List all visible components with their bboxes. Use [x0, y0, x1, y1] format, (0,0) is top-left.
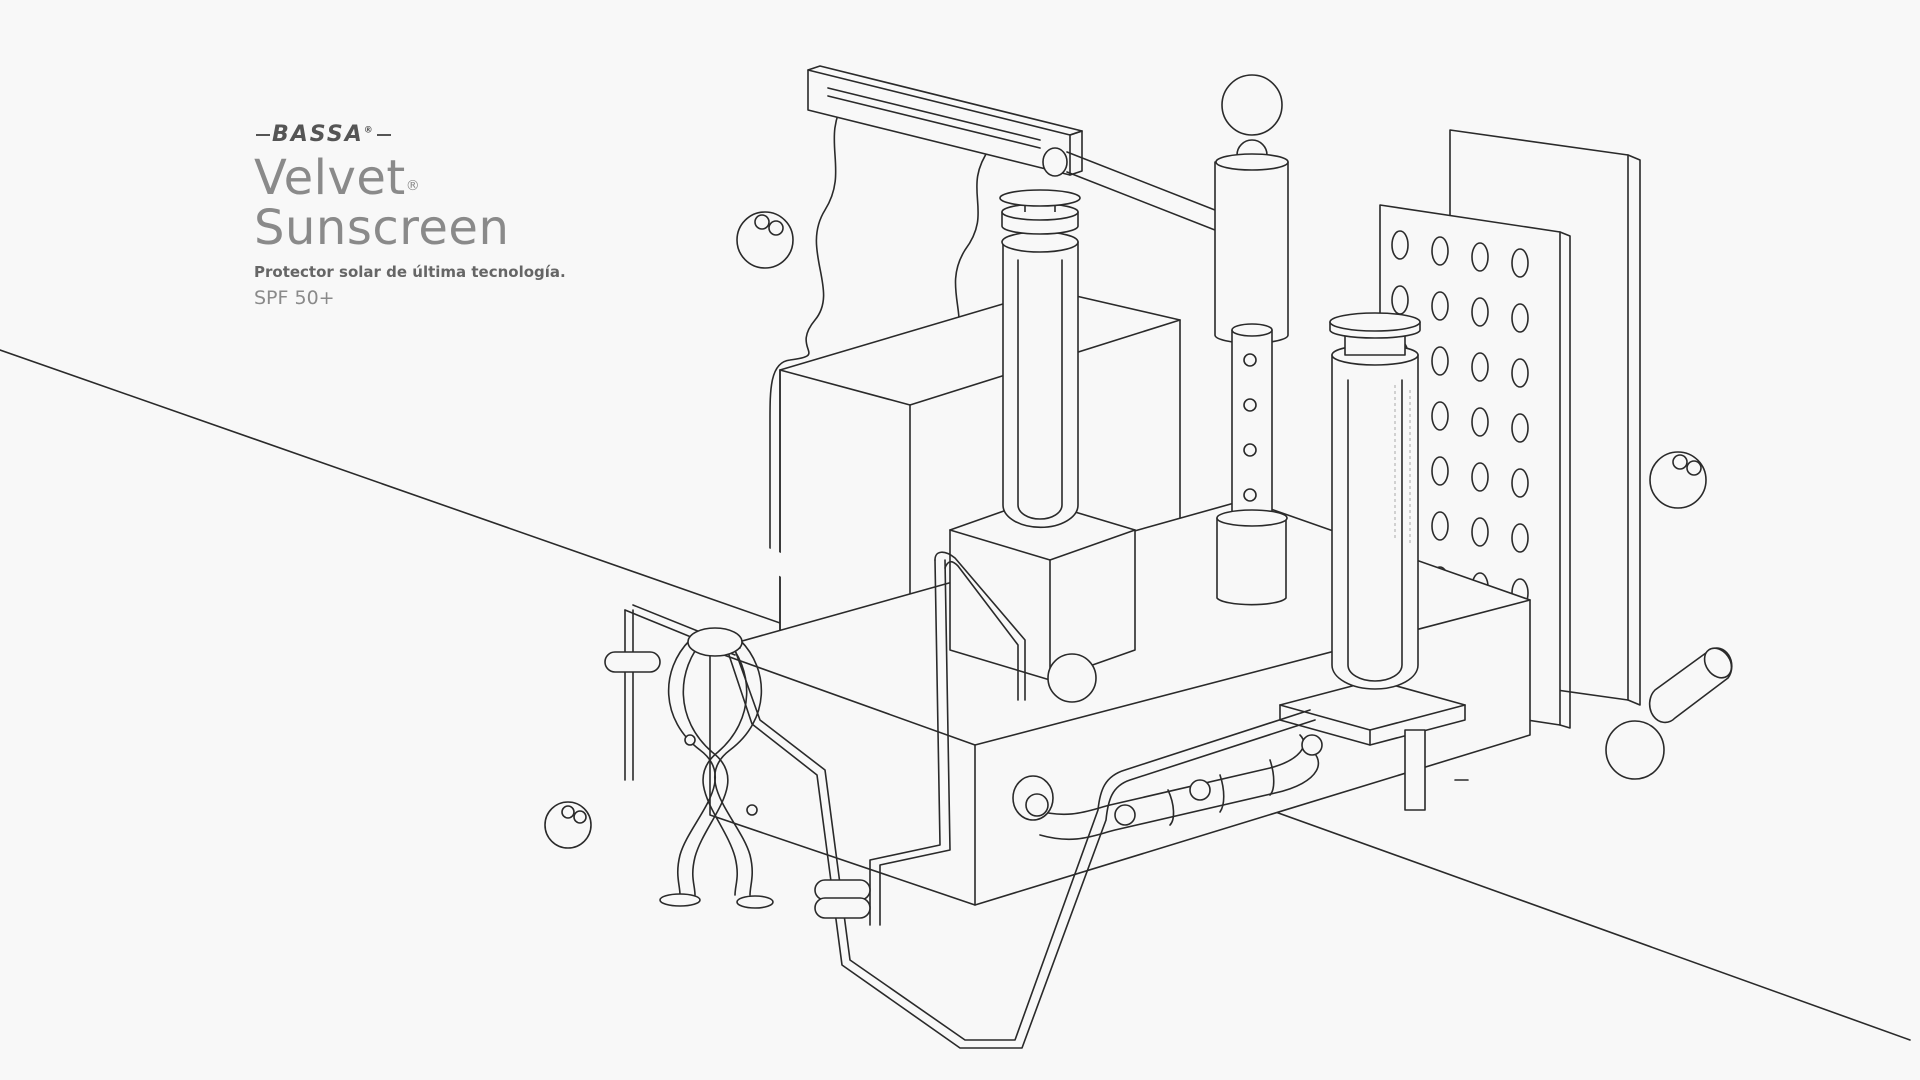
panel-hole — [1511, 523, 1529, 553]
product-registered-mark: ® — [405, 178, 421, 194]
panel-hole — [1511, 413, 1529, 443]
panel-hole — [1471, 297, 1489, 327]
brand-logo: BASSA® — [254, 122, 674, 147]
product-title-line1: Velvet® — [254, 153, 674, 203]
panel-hole — [1471, 407, 1489, 437]
logo-dash-right — [376, 134, 391, 136]
product-title-line2: Sunscreen — [254, 200, 510, 256]
panel-hole — [1511, 358, 1529, 388]
test-tube-right — [1331, 354, 1419, 690]
tagline: Protector solar de última tecnología. — [254, 263, 566, 281]
panel-hole — [1471, 517, 1489, 547]
panel-hole — [1511, 248, 1529, 278]
test-tube-left — [1002, 241, 1079, 529]
panel-hole — [1471, 462, 1489, 492]
spf-label: SPF 50+ — [254, 287, 335, 309]
logo-text: BASSA — [272, 122, 364, 147]
panel-hole — [1431, 236, 1449, 266]
logo-dash-left — [256, 134, 270, 136]
panel-hole — [1431, 456, 1449, 486]
panel-hole — [1471, 242, 1489, 272]
panel-hole — [1431, 511, 1449, 541]
panel-hole — [1511, 468, 1529, 498]
logo-registered-mark: ® — [363, 125, 375, 136]
panel-hole — [1431, 291, 1449, 321]
panel-hole — [1391, 230, 1409, 260]
sphere — [1221, 74, 1283, 136]
panel-hole — [1431, 346, 1449, 376]
panel-hole — [1511, 303, 1529, 333]
panel-hole — [1431, 401, 1449, 431]
brand-block: BASSA® Velvet® Sunscreen Protector solar… — [254, 122, 674, 309]
product-name: Velvet — [254, 150, 406, 206]
panel-hole — [1471, 352, 1489, 382]
